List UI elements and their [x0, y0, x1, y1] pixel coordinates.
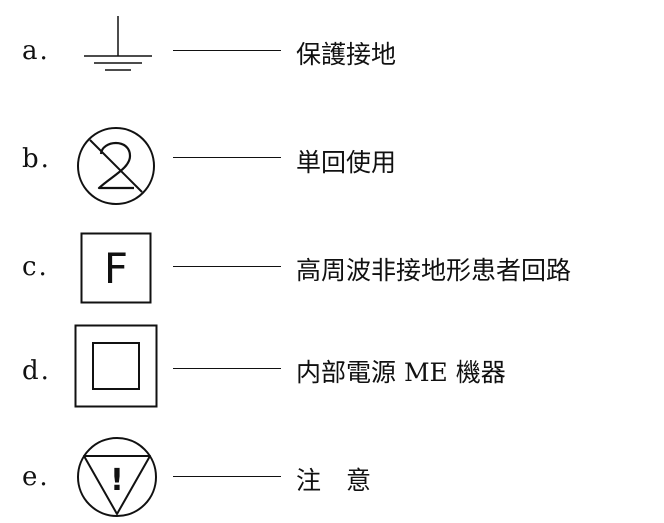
- icon-glyph: F: [104, 244, 128, 293]
- list-item-d: d. 内部電源 ME 機器: [0, 300, 664, 408]
- item-label: 内部電源 ME 機器: [296, 358, 506, 387]
- leader-line: [173, 266, 281, 267]
- item-letter: c.: [22, 252, 49, 282]
- list-item-b: b. 単回使用: [0, 100, 664, 205]
- item-label: 注 意: [296, 466, 372, 495]
- list-item-c: c. F 高周波非接地形患者回路: [0, 200, 664, 304]
- list-item-e: e. ! 注 意: [0, 400, 664, 517]
- double-square-icon: [74, 324, 158, 408]
- item-letter: a.: [22, 36, 50, 66]
- leader-line: [173, 157, 281, 158]
- caution-triangle-icon: !: [77, 437, 157, 517]
- list-item-a: a. 保護接地: [0, 0, 664, 100]
- f-type-applied-part-icon: F: [80, 232, 152, 304]
- icon-glyph: !: [110, 463, 124, 498]
- leader-line: [173, 50, 281, 51]
- leader-line: [173, 476, 281, 477]
- leader-line: [173, 368, 281, 369]
- item-letter: d.: [22, 356, 51, 386]
- protective-earth-icon: [84, 16, 152, 71]
- item-letter: e.: [22, 462, 50, 492]
- do-not-reuse-icon: [77, 127, 155, 205]
- item-label: 保護接地: [296, 40, 397, 69]
- item-label: 高周波非接地形患者回路: [296, 256, 572, 285]
- item-label: 単回使用: [296, 148, 397, 177]
- item-letter: b.: [22, 144, 51, 174]
